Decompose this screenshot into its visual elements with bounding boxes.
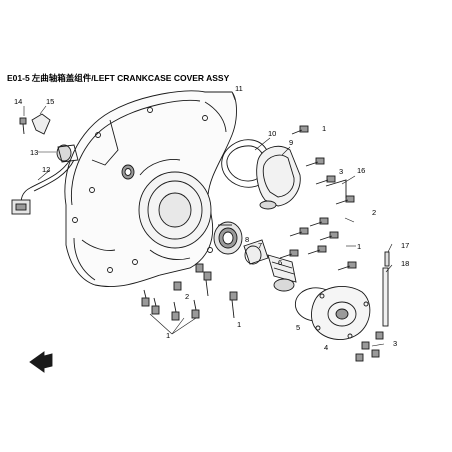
clip-bolt [19, 117, 27, 135]
callout-2-lower: 2 [185, 292, 189, 301]
callout-1-lower: 1 [166, 331, 170, 340]
bolts-group-lower [141, 263, 238, 321]
callout-9: 9 [289, 138, 293, 147]
callout-8: 8 [245, 235, 249, 244]
wire-clip [31, 113, 51, 135]
callout-16: 16 [357, 166, 365, 175]
callout-1-upper: 1 [322, 124, 326, 133]
callout-13: 13 [30, 148, 38, 157]
callout-6: 6 [278, 258, 282, 267]
callout-5: 5 [296, 323, 300, 332]
callout-3-upper: 3 [339, 167, 343, 176]
callout-18: 18 [401, 259, 409, 268]
bolts-group-upper [291, 125, 336, 185]
callout-12: 12 [42, 165, 50, 174]
callout-1-center: 1 [237, 320, 241, 329]
callout-1-right: 1 [357, 242, 361, 251]
bearing [213, 221, 243, 255]
callout-11: 11 [235, 84, 243, 93]
guide-rod [382, 267, 389, 327]
shaft [267, 254, 297, 292]
pump-cover [311, 285, 371, 341]
dowel-pin [384, 251, 390, 267]
callout-4: 4 [324, 343, 328, 352]
crankcase-cover [64, 90, 237, 288]
callout-2-right: 2 [372, 208, 376, 217]
diagram-code: E01-5 [7, 73, 30, 83]
front-arrow-icon [29, 351, 53, 373]
callout-7: 7 [258, 241, 262, 250]
bolts-group-right [279, 195, 357, 271]
shaft-collar [243, 239, 269, 265]
callout-10: 10 [268, 129, 276, 138]
bracket [325, 179, 347, 198]
callout-14: 14 [14, 97, 22, 106]
bolts-group-pump [355, 331, 384, 362]
callout-17: 17 [401, 241, 409, 250]
inspection-cover [256, 146, 301, 210]
diagram-title-text: 左曲轴箱盖组件/LEFT CRANKCASE COVER ASSY [31, 73, 230, 83]
callout-3-lower: 3 [393, 339, 397, 348]
sensor-assembly [11, 144, 79, 215]
callout-15: 15 [46, 97, 54, 106]
